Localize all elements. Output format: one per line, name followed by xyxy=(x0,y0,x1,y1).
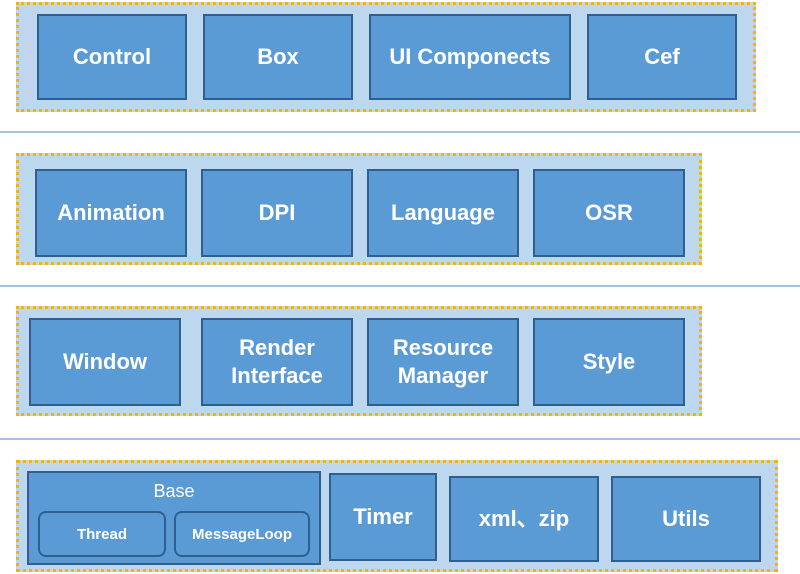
layer-base: Base Thread MessageLoop Timer xml、zip Ut… xyxy=(16,460,778,572)
block-render-interface: Render Interface xyxy=(201,318,353,406)
layer-ui: Control Box UI Componects Cef xyxy=(16,2,756,112)
block-ui-components: UI Componects xyxy=(369,14,571,100)
block-window: Window xyxy=(29,318,181,406)
block-box: Box xyxy=(203,14,353,100)
block-xml-zip: xml、zip xyxy=(449,476,599,562)
separator-3 xyxy=(0,438,800,440)
block-cef: Cef xyxy=(587,14,737,100)
block-dpi: DPI xyxy=(201,169,353,257)
block-base: Base Thread MessageLoop xyxy=(27,471,321,565)
block-timer: Timer xyxy=(329,473,437,561)
block-control: Control xyxy=(37,14,187,100)
block-animation: Animation xyxy=(35,169,187,257)
block-osr: OSR xyxy=(533,169,685,257)
block-style: Style xyxy=(533,318,685,406)
layer-features: Animation DPI Language OSR xyxy=(16,153,702,265)
block-messageloop: MessageLoop xyxy=(174,511,310,557)
block-language: Language xyxy=(367,169,519,257)
layer-core: Window Render Interface Resource Manager… xyxy=(16,306,702,416)
separator-2 xyxy=(0,285,800,287)
block-thread: Thread xyxy=(38,511,166,557)
block-resource-manager: Resource Manager xyxy=(367,318,519,406)
block-utils: Utils xyxy=(611,476,761,562)
separator-1 xyxy=(0,131,800,133)
base-label: Base xyxy=(153,481,195,501)
